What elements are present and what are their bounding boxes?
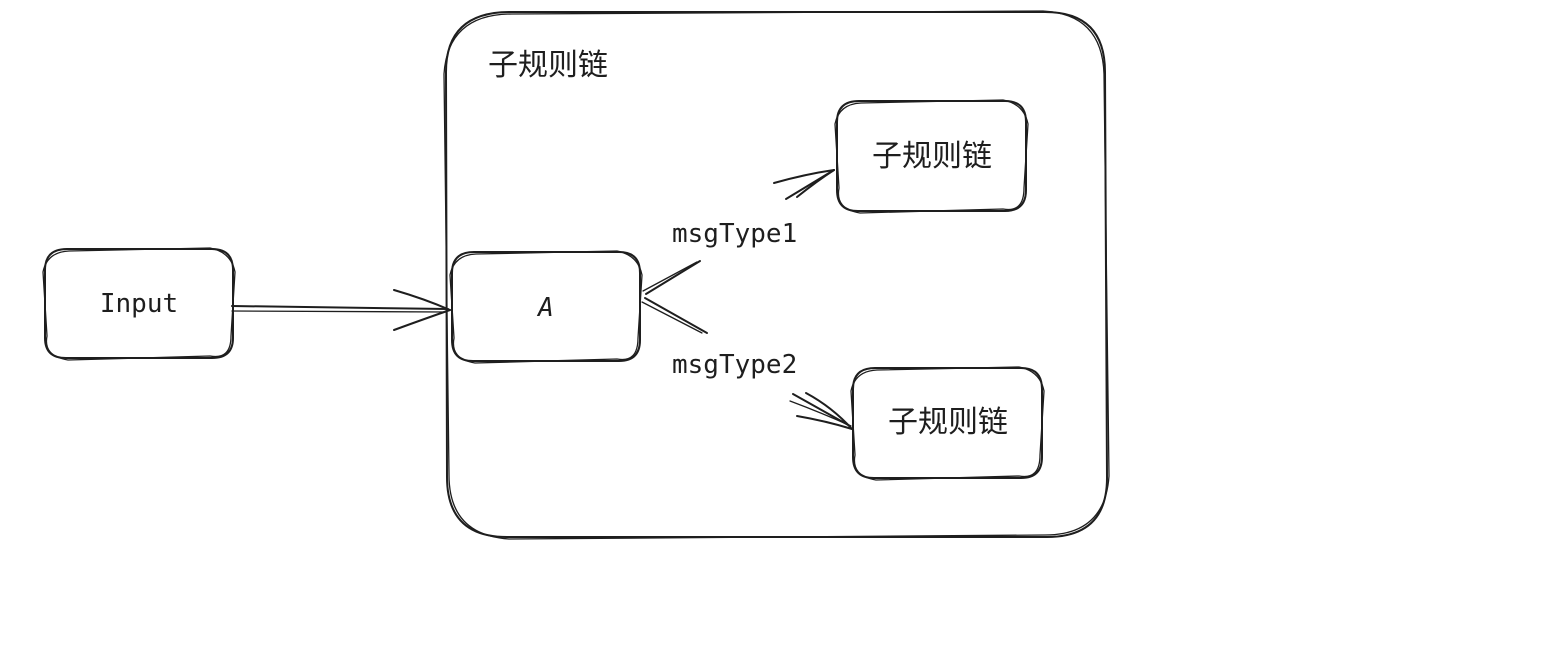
edge-a-to-sub-chain-1[interactable]: msgType1 (642, 169, 835, 295)
node-sub-chain-2-label: 子规则链 (888, 405, 1008, 440)
node-a-label: A (536, 293, 554, 323)
node-input-label: Input (100, 289, 178, 319)
node-input[interactable]: Input (42, 247, 236, 361)
edge-label-msgtype1: msgType1 (672, 219, 797, 249)
node-a[interactable]: A (449, 250, 643, 364)
node-sub-chain-1[interactable]: 子规则链 (834, 99, 1029, 214)
edge-input-to-a[interactable] (231, 289, 451, 331)
container-label: 子规则链 (488, 48, 608, 83)
node-sub-chain-1-label: 子规则链 (872, 139, 992, 174)
edge-label-msgtype2: msgType2 (672, 350, 797, 380)
container-sub-chain[interactable]: 子规则链 (443, 10, 1110, 540)
edge-a-to-sub-chain-2[interactable]: msgType2 (641, 297, 853, 430)
node-sub-chain-2[interactable]: 子规则链 (850, 366, 1045, 481)
